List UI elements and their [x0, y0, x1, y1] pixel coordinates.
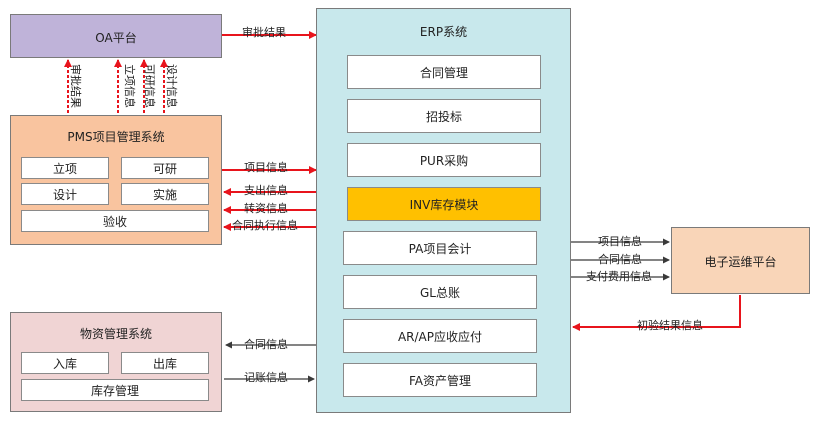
- erp-module-contract: 合同管理: [347, 55, 541, 89]
- label-oa-pms-study: 可研信息: [143, 64, 156, 108]
- label-oa-erp-approval: 审批结果: [242, 26, 286, 39]
- pms-item-acceptance: 验收: [21, 210, 209, 232]
- pms-item-design: 设计: [21, 183, 109, 205]
- label-oa-pms-design: 设计信息: [165, 64, 178, 108]
- oa-platform-box: OA平台: [10, 14, 222, 58]
- materials-item-inventory: 库存管理: [21, 379, 209, 401]
- ops-platform-box: 电子运维平台: [671, 227, 810, 294]
- label-erp-pms-expense: 支出信息: [244, 184, 288, 197]
- erp-module-fixed-assets: FA资产管理: [343, 363, 537, 397]
- label-erp-wms-contract: 合同信息: [244, 338, 288, 351]
- label-erp-ops-payment: 支付费用信息: [586, 270, 652, 283]
- erp-module-bidding: 招投标: [347, 99, 541, 133]
- arrow-ops-to-erp-acceptance: [572, 295, 741, 331]
- materials-item-inbound: 入库: [21, 352, 109, 374]
- pms-system-title: PMS项目管理系统: [67, 130, 165, 144]
- erp-module-receivables-payables: AR/AP应收应付: [343, 319, 537, 353]
- erp-module-general-ledger: GL总账: [343, 275, 537, 309]
- pms-item-initiation: 立项: [21, 157, 109, 179]
- oa-platform-title: OA平台: [95, 31, 137, 45]
- pms-item-feasibility: 可研: [121, 157, 209, 179]
- erp-system-box: ERP系统 合同管理 招投标 PUR采购 INV库存模块 PA项目会计 GL总账…: [316, 8, 571, 413]
- materials-item-outbound: 出库: [121, 352, 209, 374]
- label-erp-pms-contract: 合同执行信息: [232, 219, 298, 232]
- erp-module-inventory: INV库存模块: [347, 187, 541, 221]
- erp-module-project-accounting: PA项目会计: [343, 231, 537, 265]
- pms-system-box: PMS项目管理系统 立项 可研 设计 实施 验收: [10, 115, 222, 245]
- label-wms-erp-accounting: 记账信息: [244, 371, 288, 384]
- materials-system-box: 物资管理系统 入库 出库 库存管理: [10, 312, 222, 412]
- label-ops-erp-acceptance: 初验结果信息: [637, 319, 703, 332]
- erp-module-purchasing: PUR采购: [347, 143, 541, 177]
- erp-system-title: ERP系统: [419, 25, 468, 39]
- label-oa-pms-project: 立项信息: [123, 64, 136, 108]
- pms-item-implementation: 实施: [121, 183, 209, 205]
- label-oa-pms-approval: 审批结果: [69, 64, 82, 108]
- label-erp-pms-transfer: 转资信息: [244, 202, 288, 215]
- label-erp-ops-project: 项目信息: [598, 235, 642, 248]
- materials-system-title: 物资管理系统: [79, 327, 152, 341]
- ops-platform-title: 电子运维平台: [704, 255, 777, 269]
- label-erp-ops-contract: 合同信息: [598, 253, 642, 266]
- label-pms-erp-project: 项目信息: [244, 161, 288, 174]
